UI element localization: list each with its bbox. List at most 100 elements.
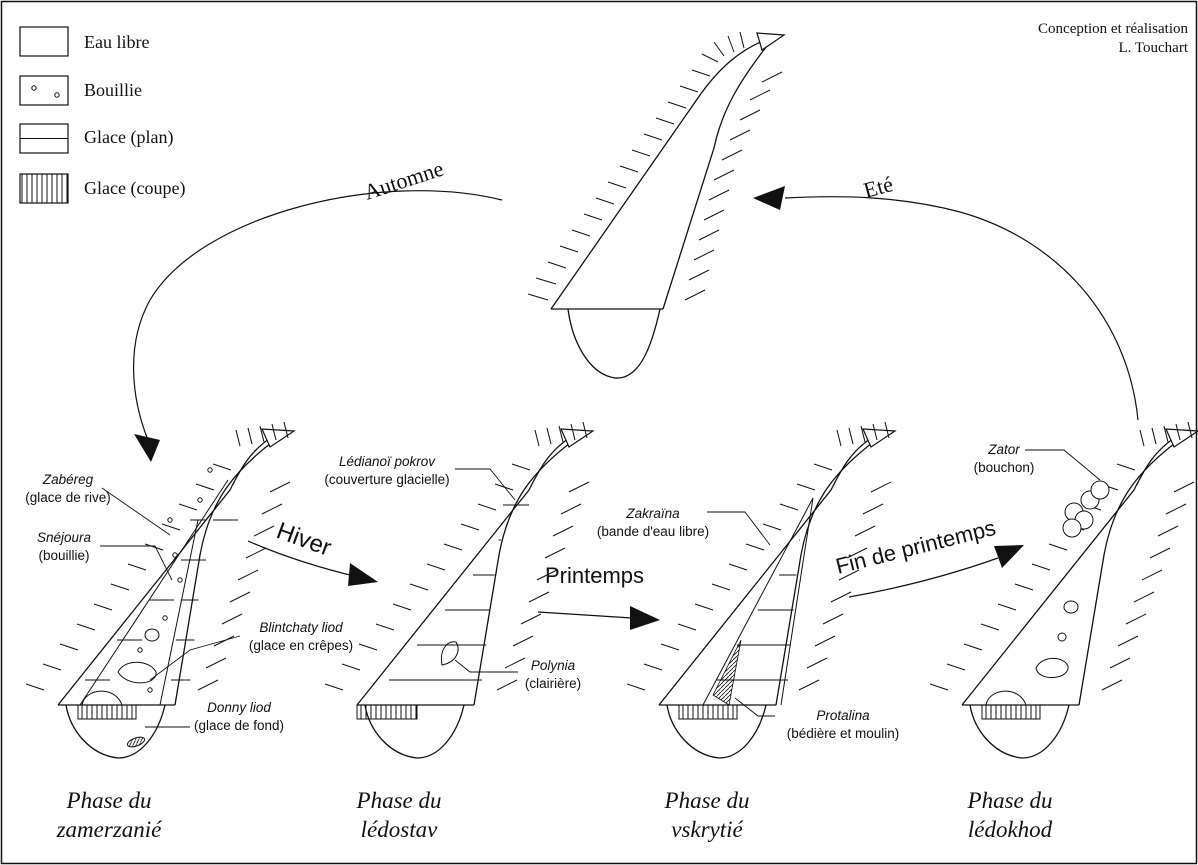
right-bank bbox=[174, 439, 276, 706]
bank-tick bbox=[25, 683, 45, 691]
bank-tick bbox=[626, 683, 646, 691]
legend-item-slush: Bouillie bbox=[19, 75, 142, 106]
slush-dot bbox=[31, 85, 37, 91]
bank-tick bbox=[838, 569, 860, 581]
bank-tick bbox=[144, 543, 164, 551]
bank-tick bbox=[392, 603, 412, 611]
spring-arrow bbox=[537, 611, 633, 619]
bank-tick bbox=[127, 563, 147, 571]
bank-tick bbox=[1187, 421, 1193, 439]
legend-swatch-open-water bbox=[19, 26, 69, 57]
annotation-protalina-gloss: (bédière et moulin) bbox=[787, 726, 900, 741]
annotation-polynia-term: Polynia bbox=[531, 658, 576, 673]
bank-tick bbox=[534, 429, 540, 447]
bank-tick bbox=[806, 657, 828, 669]
annotation-polynia-gloss: (clairière) bbox=[525, 676, 581, 691]
bank-tick bbox=[253, 525, 275, 537]
phase-label-1-line2: zamerzanié bbox=[56, 817, 164, 842]
bank-tick bbox=[854, 525, 876, 537]
slush-dot bbox=[162, 615, 168, 621]
slush-dot bbox=[172, 552, 178, 558]
bank-tick bbox=[836, 429, 842, 447]
bank-tick bbox=[375, 623, 395, 631]
annotation-protalina-term: Protalina bbox=[816, 708, 870, 723]
bank-tick bbox=[677, 623, 697, 631]
annotation-zator-gloss: (bouchon) bbox=[974, 460, 1035, 475]
bank-tick bbox=[1133, 591, 1155, 603]
bank-tick bbox=[546, 427, 552, 445]
ice-jam-block bbox=[1090, 480, 1110, 500]
ice-floe bbox=[1057, 632, 1067, 642]
bank-tick bbox=[261, 503, 283, 515]
river-panels bbox=[25, 421, 1198, 759]
bank-tick bbox=[504, 657, 526, 669]
annotation-donny-term: Donny liod bbox=[207, 700, 271, 715]
bank-tick bbox=[528, 591, 550, 603]
flow-arrowhead bbox=[1165, 428, 1198, 448]
bank-tick bbox=[477, 503, 497, 511]
zakraina-strip bbox=[702, 497, 814, 706]
right-bank bbox=[1078, 439, 1180, 706]
season-label-late-spring: Fin de printemps bbox=[833, 515, 998, 579]
bank-tick bbox=[745, 543, 765, 551]
right-bank bbox=[775, 439, 877, 706]
bank-tick bbox=[271, 423, 277, 441]
summer-arrow bbox=[784, 196, 1139, 421]
bank-tick bbox=[237, 569, 259, 581]
bank-tick bbox=[643, 663, 663, 671]
bank-tick bbox=[814, 635, 836, 647]
bank-tick bbox=[544, 547, 566, 559]
late-spring-arrow bbox=[848, 557, 999, 598]
bank-tick bbox=[1101, 679, 1123, 691]
bank-tick bbox=[205, 657, 227, 669]
bank-tick bbox=[235, 429, 241, 447]
credit-line-1: Conception et réalisation bbox=[1038, 21, 1188, 37]
bank-tick bbox=[1157, 525, 1179, 537]
credit-line-2: L. Touchart bbox=[1119, 40, 1189, 56]
bank-tick bbox=[660, 643, 680, 651]
bank-hatching bbox=[626, 421, 892, 691]
annotation-ledianoi-gloss: (couverture glacielle) bbox=[324, 472, 449, 487]
bank-tick bbox=[846, 547, 868, 559]
slush-dot bbox=[207, 467, 213, 473]
bank-tick bbox=[221, 613, 243, 625]
legend-label: Glace (coupe) bbox=[84, 178, 185, 199]
zabereg-edge bbox=[79, 479, 229, 706]
zabereg-edge bbox=[159, 519, 199, 706]
residual-ice bbox=[985, 690, 1027, 706]
phase-label-4-line1: Phase du bbox=[967, 788, 1053, 813]
annotation-zakraina-gloss: (bande d'eau libre) bbox=[597, 524, 709, 539]
bank-tick bbox=[259, 425, 265, 443]
bank-tick bbox=[512, 635, 534, 647]
bank-tick bbox=[269, 481, 291, 493]
bank-tick bbox=[694, 603, 714, 611]
ice-section bbox=[678, 704, 738, 720]
river-panel-vskrytie bbox=[626, 421, 897, 759]
bank-tick bbox=[195, 483, 215, 491]
bank-tick bbox=[830, 591, 852, 603]
bank-tick bbox=[511, 463, 531, 471]
slush-dot bbox=[54, 92, 60, 98]
bank-tick bbox=[245, 547, 267, 559]
bank-tick bbox=[1163, 425, 1169, 443]
bank-tick bbox=[212, 463, 232, 471]
bank-tick bbox=[460, 523, 480, 531]
autumn-arrow bbox=[132, 190, 503, 441]
bank-tick bbox=[570, 423, 576, 441]
bank-tick bbox=[59, 643, 79, 651]
ice-floe bbox=[1035, 657, 1069, 678]
bank-tick bbox=[796, 483, 816, 491]
bank-tick bbox=[762, 523, 782, 531]
bank-tick bbox=[862, 503, 884, 515]
bank-tick bbox=[997, 603, 1017, 611]
bank-tick bbox=[229, 591, 251, 603]
annotation-leaders bbox=[100, 449, 1101, 728]
ice-section bbox=[356, 704, 418, 720]
bank-tick bbox=[980, 623, 1000, 631]
flow-arrowhead bbox=[862, 428, 897, 448]
winter-arrow bbox=[247, 540, 359, 578]
bank-tick bbox=[536, 569, 558, 581]
bank-tick bbox=[197, 679, 219, 691]
bank-tick bbox=[496, 679, 518, 691]
cross-section-bed bbox=[65, 704, 166, 759]
